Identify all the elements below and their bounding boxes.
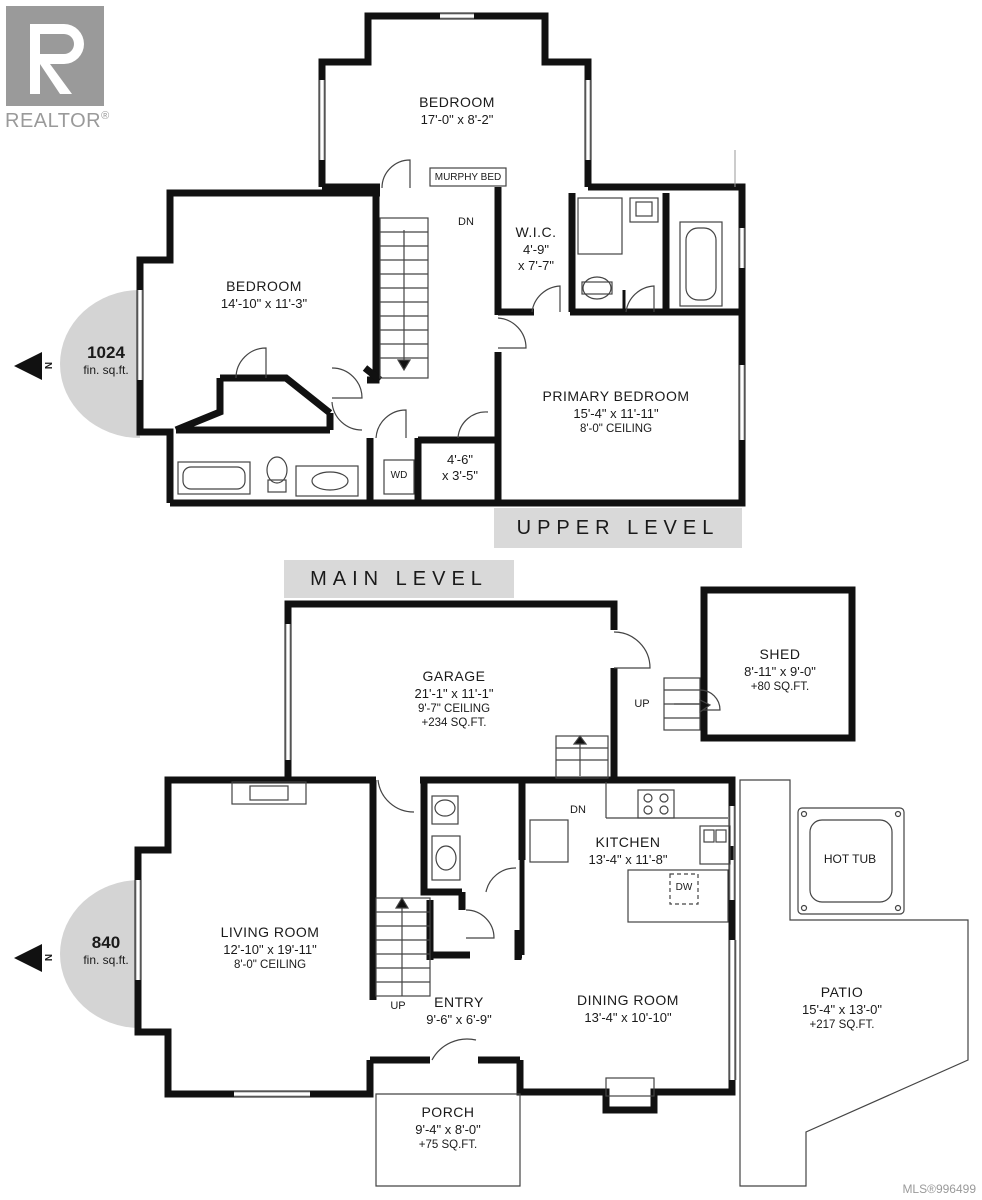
- main-dn-label: DN: [570, 804, 586, 816]
- upper-bedroom-top-label: BEDROOM 17'-0" x 8'-2": [419, 94, 495, 127]
- shed-label: SHED 8'-11" x 9'-0" +80 SQ.FT.: [744, 646, 816, 693]
- main-windows: [135, 624, 735, 1097]
- mls-number: MLS®996499: [902, 1182, 976, 1196]
- upper-north-arrow: [14, 352, 42, 380]
- dining-room-label: DINING ROOM 13'-4" x 10'-10": [577, 992, 679, 1025]
- upper-sqft-circle: [60, 290, 140, 438]
- porch-label: PORCH 9'-4" x 8'-0" +75 SQ.FT.: [415, 1104, 481, 1151]
- main-sqft-label: 840 fin. sq.ft.: [83, 933, 129, 968]
- dishwasher-label: DW: [675, 882, 693, 893]
- shed-up-label: UP: [634, 698, 650, 710]
- murphy-bed-label: MURPHY BED: [434, 172, 502, 183]
- upper-dn-label: DN: [458, 216, 474, 228]
- primary-bedroom-label: PRIMARY BEDROOM 15'-4" x 11'-11" 8'-0" C…: [542, 388, 690, 435]
- main-sqft-circle: [60, 880, 140, 1028]
- main-north-arrow: [14, 944, 42, 972]
- upper-fixtures: [177, 159, 723, 497]
- main-window-lines: [135, 624, 737, 1097]
- realtor-wordmark: REALTOR®: [5, 110, 110, 132]
- realtor-logo: [6, 6, 104, 106]
- upper-level-band: UPPER LEVEL: [494, 508, 742, 548]
- stairs-up-label: UP: [390, 1000, 406, 1012]
- upper-closet-label: 4'-6" x 3'-5": [442, 452, 478, 484]
- living-room-label: LIVING ROOM 12'-10" x 19'-11" 8'-0" CEIL…: [220, 924, 320, 971]
- wic-label: W.I.C. 4'-9" x 7'-7": [515, 224, 557, 273]
- hot-tub-label: HOT TUB: [823, 852, 877, 866]
- main-north-letter: N: [44, 953, 56, 962]
- garage-label: GARAGE 21'-1" x 11'-1" 9'-7" CEILING +23…: [414, 668, 494, 730]
- upper-sqft-label: 1024 fin. sq.ft.: [83, 343, 129, 378]
- main-fixtures: [231, 631, 969, 1187]
- entry-label: ENTRY 9'-6" x 6'-9": [426, 994, 492, 1027]
- upper-bedroom-left-label: BEDROOM 14'-10" x 11'-3": [220, 278, 308, 311]
- upper-windows: [137, 13, 745, 440]
- upper-north-letter: N: [44, 361, 56, 370]
- patio-label: PATIO 15'-4" x 13'-0" +217 SQ.FT.: [802, 984, 882, 1031]
- main-level-band: MAIN LEVEL: [284, 560, 514, 598]
- upper-window-lines: [137, 13, 745, 440]
- kitchen-label: KITCHEN 13'-4" x 11'-8": [588, 834, 668, 867]
- washer-dryer-label: WD: [390, 470, 408, 481]
- upper-walls: [136, 12, 746, 507]
